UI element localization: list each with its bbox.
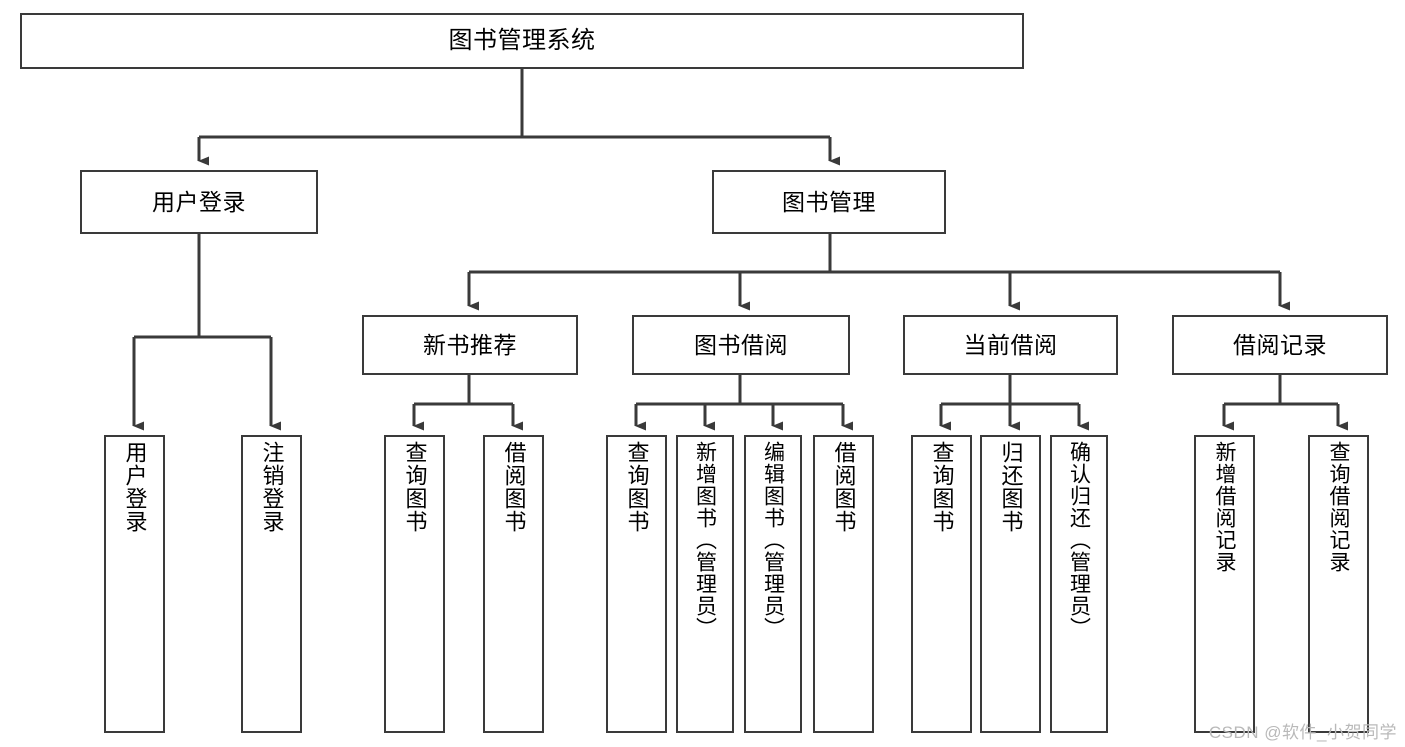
node-leaf-add-book-admin[interactable]: 新增图书（管理员） [676, 435, 734, 733]
node-leaf-logout-label: 注销登录 [259, 441, 285, 533]
node-leaf-query-book-borrow[interactable]: 查询图书 [606, 435, 667, 733]
watermark-text: CSDN @软件_小贺同学 [1208, 723, 1397, 742]
node-root-book-management-system[interactable]: 图书管理系统 [20, 13, 1024, 69]
node-borrow-record[interactable]: 借阅记录 [1172, 315, 1388, 375]
node-leaf-add-book-admin-label: 新增图书（管理员） [693, 441, 717, 639]
node-leaf-borrow-book-recommend[interactable]: 借阅图书 [483, 435, 544, 733]
node-leaf-borrow-book[interactable]: 借阅图书 [813, 435, 874, 733]
node-borrow-record-label: 借阅记录 [1233, 331, 1327, 358]
node-user-login-label: 用户登录 [152, 188, 246, 215]
node-leaf-query-borrow-record[interactable]: 查询借阅记录 [1308, 435, 1369, 733]
node-leaf-query-book-borrow-label: 查询图书 [624, 441, 650, 533]
node-current-borrow[interactable]: 当前借阅 [903, 315, 1118, 375]
node-leaf-add-borrow-record-label: 新增借阅记录 [1213, 441, 1236, 573]
node-leaf-add-borrow-record[interactable]: 新增借阅记录 [1194, 435, 1255, 733]
node-new-book-recommend[interactable]: 新书推荐 [362, 315, 578, 375]
node-leaf-query-borrow-record-label: 查询借阅记录 [1327, 441, 1350, 573]
node-leaf-borrow-book-label: 借阅图书 [831, 441, 857, 533]
node-current-borrow-label: 当前借阅 [963, 331, 1058, 358]
node-leaf-query-book-current-label: 查询图书 [929, 441, 955, 533]
node-leaf-return-book[interactable]: 归还图书 [980, 435, 1041, 733]
node-leaf-edit-book-admin[interactable]: 编辑图书（管理员） [744, 435, 802, 733]
node-leaf-logout[interactable]: 注销登录 [241, 435, 302, 733]
node-leaf-return-book-label: 归还图书 [998, 441, 1024, 533]
node-book-borrow[interactable]: 图书借阅 [632, 315, 850, 375]
node-book-management-label: 图书管理 [782, 188, 876, 215]
node-leaf-query-book-current[interactable]: 查询图书 [911, 435, 972, 733]
node-book-borrow-label: 图书借阅 [694, 331, 788, 358]
node-book-management[interactable]: 图书管理 [712, 170, 946, 234]
node-leaf-user-login[interactable]: 用户登录 [104, 435, 165, 733]
node-leaf-borrow-book-recommend-label: 借阅图书 [501, 441, 527, 533]
node-new-book-recommend-label: 新书推荐 [423, 331, 517, 358]
node-leaf-query-book-recommend-label: 查询图书 [402, 441, 428, 533]
node-leaf-edit-book-admin-label: 编辑图书（管理员） [761, 441, 785, 639]
node-root-label: 图书管理系统 [448, 27, 596, 55]
node-leaf-confirm-return-admin[interactable]: 确认归还（管理员） [1050, 435, 1108, 733]
node-user-login[interactable]: 用户登录 [80, 170, 318, 234]
node-leaf-user-login-label: 用户登录 [122, 441, 148, 533]
node-leaf-query-book-recommend[interactable]: 查询图书 [384, 435, 445, 733]
node-leaf-confirm-return-admin-label: 确认归还（管理员） [1067, 441, 1091, 639]
